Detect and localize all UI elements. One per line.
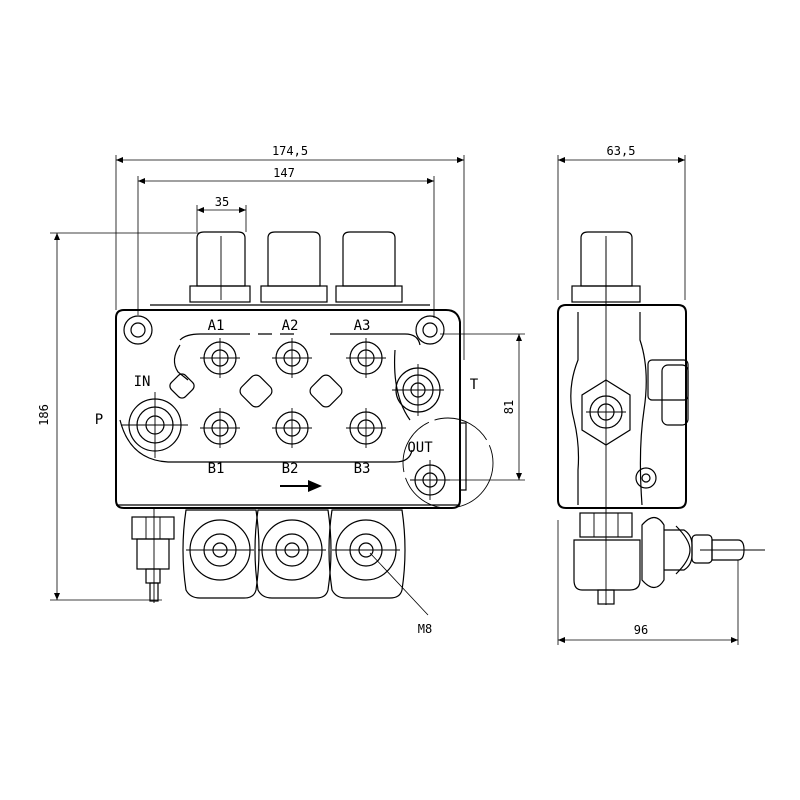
lever-cap-2: [260, 231, 328, 303]
side-spool-handle: [641, 516, 765, 589]
spool-cap-3: [328, 509, 406, 599]
port-b1: [200, 408, 240, 448]
spool-cap-1: [182, 509, 260, 599]
lever-cap-1: [189, 231, 251, 303]
overall-width-label: 174,5: [272, 144, 308, 158]
lever-cap-3: [335, 231, 403, 303]
lever-pitch-label: 35: [215, 195, 229, 209]
spool-cap-2: [254, 509, 332, 599]
out-detail-circle: [402, 417, 494, 509]
label-p: P: [95, 412, 103, 428]
label-b2: B2: [282, 461, 299, 477]
port-a2: [272, 338, 312, 378]
label-a1: A1: [208, 318, 225, 334]
port-b2: [272, 408, 312, 448]
tank-offset-label: 81: [502, 400, 516, 414]
relief-valve: [131, 508, 175, 603]
mount-hole-top-right: [415, 315, 445, 345]
thread-label: M8: [418, 622, 432, 636]
port-t: [392, 364, 444, 416]
side-depth-label: 63,5: [607, 144, 636, 158]
height-label: 186: [37, 404, 51, 426]
valve-body: [115, 309, 461, 509]
side-lever-cap: [580, 231, 633, 287]
label-a2: A2: [282, 318, 299, 334]
side-view: 63,5 96: [557, 144, 765, 645]
label-out: OUT: [407, 440, 433, 456]
label-b1: B1: [208, 461, 225, 477]
inner-width-label: 147: [273, 166, 295, 180]
label-b3: B3: [354, 461, 371, 477]
label-t: T: [470, 377, 479, 393]
side-width-label: 96: [634, 623, 648, 637]
port-out: [402, 417, 494, 509]
port-a1: [200, 338, 240, 378]
port-a3: [346, 338, 386, 378]
mount-hole-top-left: [123, 315, 153, 345]
flow-arrow: [280, 480, 322, 492]
label-in: IN: [134, 374, 151, 390]
label-a3: A3: [354, 318, 371, 334]
port-b3: [346, 408, 386, 448]
side-body: [557, 304, 687, 509]
port-p: [122, 392, 188, 458]
front-view: 174,5 147 35 186 81: [37, 144, 525, 636]
